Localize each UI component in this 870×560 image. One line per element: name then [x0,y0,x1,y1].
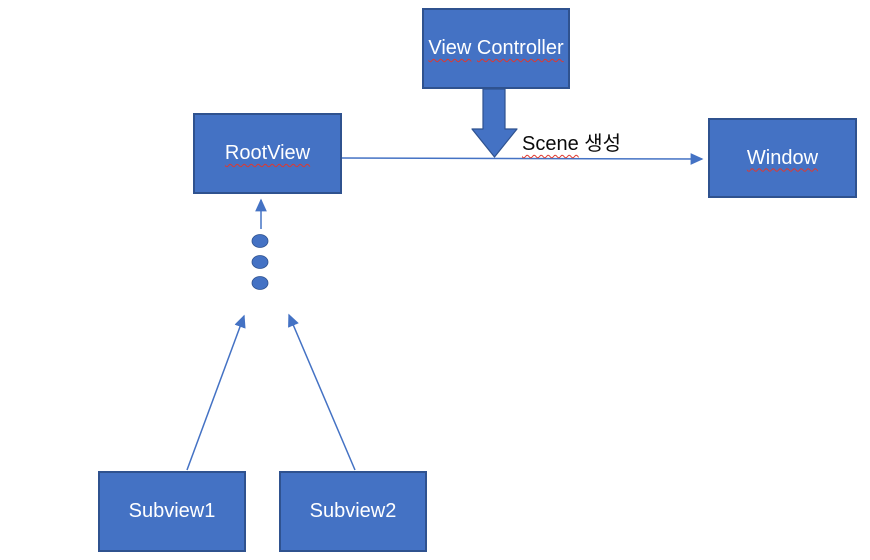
scene-creation-label-word-ko: 생성 [584,133,622,155]
node-view-controller-label: View Controller [428,37,564,59]
ellipsis-dot-1 [251,234,269,248]
ellipsis-dot-3 [251,276,269,290]
node-window: Window [708,118,857,198]
node-window-label: Window [746,146,819,169]
node-root-view-label: RootView [224,142,311,164]
scene-creation-label: Scene 생성 [522,133,621,156]
node-subview2-label: Subview2 [309,500,397,522]
node-root-view: RootView [193,113,342,194]
ellipsis-dot-2 [251,255,269,269]
scene-creation-label-word-en: Scene [522,133,579,155]
arrow-subview2-to-dots [288,313,356,471]
node-subview1: Subview1 [98,471,246,552]
node-view-controller: View Controller [422,8,570,89]
node-subview2: Subview2 [279,471,427,552]
arrow-rootview-to-window [341,153,704,165]
node-subview1-label: Subview1 [128,500,216,522]
arrow-subview1-to-dots [186,314,246,471]
big-down-arrow [471,88,518,158]
